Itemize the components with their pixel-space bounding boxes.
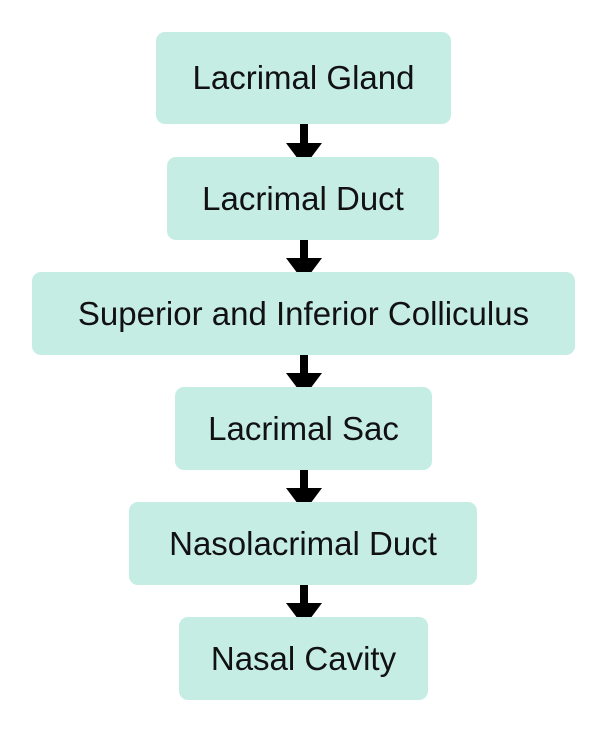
node-label: Nasal Cavity [210, 639, 397, 677]
node-lacrimal-duct: Lacrimal Duct [167, 157, 439, 240]
node-label: Nasolacrimal Duct [169, 524, 437, 562]
node-label: Lacrimal Gland [192, 59, 415, 96]
node-label: Lacrimal Duct [202, 179, 404, 217]
node-lacrimal-sac: Lacrimal Sac [175, 387, 432, 470]
node-nasal-cavity: Nasal Cavity [179, 617, 428, 700]
node-lacrimal-gland: Lacrimal Gland [156, 32, 451, 124]
node-label: Superior and Inferior Colliculus [77, 294, 530, 332]
node-nasolacrimal-duct: Nasolacrimal Duct [129, 502, 477, 585]
node-label: Lacrimal Sac [208, 409, 399, 447]
node-superior-inferior-colliculus: Superior and Inferior Colliculus [32, 272, 575, 355]
